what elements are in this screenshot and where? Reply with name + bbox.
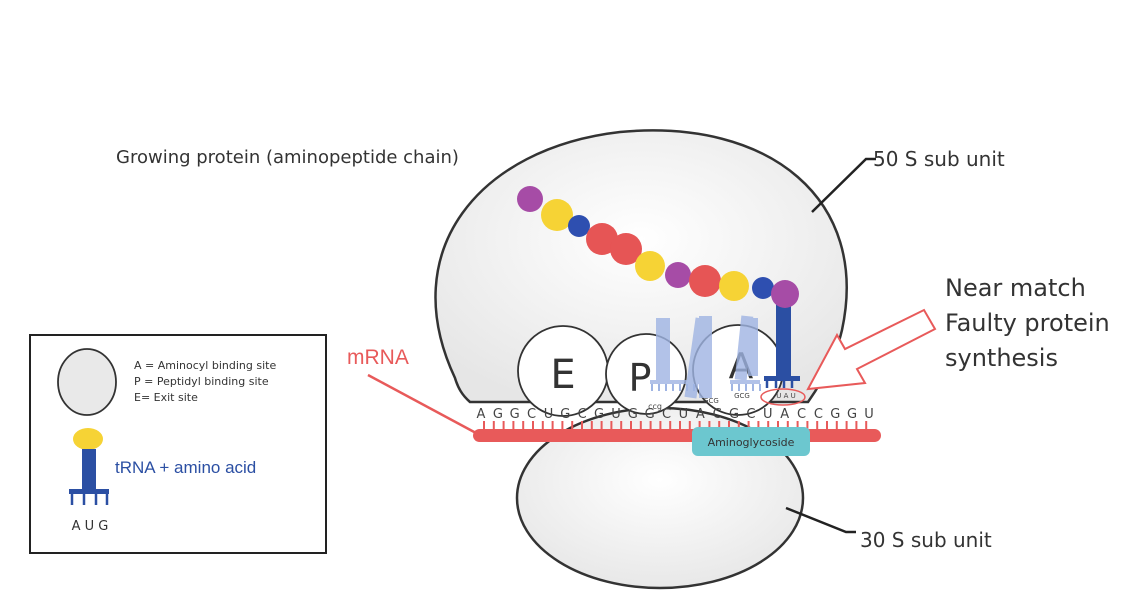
mrna-base: G (628, 407, 638, 422)
amino-acid-bead (771, 280, 799, 308)
amino-acid-bead (610, 233, 642, 265)
legend-trna-anticodon: A U G (72, 519, 109, 534)
mrna-base: G (594, 407, 604, 422)
near-match-line2: Faulty protein (945, 309, 1110, 337)
mrna-base: A (696, 407, 705, 422)
amino-acid-bead (568, 215, 590, 237)
mrna-label: mRNA (347, 346, 409, 369)
legend: A = Aminocyl binding site P = Peptidyl b… (29, 334, 327, 554)
large-subunit-label: 50 S sub unit (873, 147, 1005, 171)
peptidyl-site-letter: P (629, 356, 652, 400)
mrna-base: C (713, 407, 722, 422)
mismatch-highlight (760, 388, 806, 406)
exit-site-letter: E (550, 352, 575, 398)
anticodon-small-left: ccg (648, 402, 662, 411)
near-match-line3: synthesis (945, 344, 1058, 372)
trna-ghost-3 (699, 316, 712, 398)
mrna-base: U (864, 407, 874, 422)
growing-protein-chain (517, 186, 799, 308)
trna-ghost-7 (730, 380, 760, 384)
mrna-strand (473, 429, 881, 442)
mrna-base: C (662, 407, 671, 422)
amino-acid-bead (689, 265, 721, 297)
anticodon-small-mid: GCG (703, 397, 719, 405)
amino-acid-bead (665, 262, 691, 288)
amino-acid-bead (586, 223, 618, 255)
legend-line-p: P = Peptidyl binding site (134, 375, 269, 388)
anticodon-small-right: GCG (734, 392, 750, 400)
translucent-trna-teeth (651, 384, 761, 391)
legend-trna-teeth (70, 494, 109, 505)
mrna-base: G (493, 407, 503, 422)
mrna-base: C (527, 407, 536, 422)
growing-protein-label: Growing protein (aminopeptide chain) (116, 147, 459, 168)
mrna-base: G (560, 407, 570, 422)
amino-acid-bead (541, 199, 573, 231)
mrna-base: G (729, 407, 739, 422)
legend-site-circle (57, 348, 117, 416)
mrna-base: C (797, 407, 806, 422)
amino-acid-bead (635, 251, 665, 281)
trna-ghost-6 (650, 380, 700, 384)
mrna-base: C (746, 407, 755, 422)
faulty-trna-stem (776, 304, 791, 380)
mrna-base: U (763, 407, 773, 422)
mrna-base: G (645, 407, 655, 422)
amino-acid-bead (719, 271, 749, 301)
translucent-trnas (650, 315, 760, 399)
aminoglycoside-box (692, 427, 810, 456)
legend-trna-bar (69, 489, 109, 494)
amino-acid-bead (752, 277, 774, 299)
near-match-arrow (806, 308, 937, 391)
faulty-trna-bar (764, 376, 800, 381)
trna-ghost-1 (656, 318, 670, 382)
mrna-base: G (510, 407, 520, 422)
mrna-base: C (814, 407, 823, 422)
mrna-base: U (679, 407, 689, 422)
mrna-ticks (483, 421, 868, 431)
mrna-base: G (830, 407, 840, 422)
mrna-pointer-line (367, 373, 477, 435)
aminoglycoside-label: Aminoglycoside (708, 436, 795, 449)
legend-amino-acid (73, 428, 103, 450)
mrna-base: C (578, 407, 587, 422)
large-subunit-leader (811, 157, 876, 213)
mrna-base: A (780, 407, 789, 422)
anticodon-faulty: U A U (776, 392, 796, 400)
mrna-base: U (544, 407, 554, 422)
mrna-base: U (611, 407, 621, 422)
faulty-trna-teeth (765, 381, 794, 388)
legend-line-e: E= Exit site (134, 391, 198, 404)
amino-acid-bead (517, 186, 543, 212)
legend-line-a: A = Aminocyl binding site (134, 359, 276, 372)
mrna-base: A (477, 407, 486, 422)
legend-trna-label: tRNA + amino acid (115, 458, 256, 477)
small-subunit-leader (785, 506, 856, 534)
small-subunit-label: 30 S sub unit (860, 528, 992, 552)
mrna-base: G (847, 407, 857, 422)
near-match-line1: Near match (945, 274, 1086, 302)
trna-ghost-5 (748, 318, 758, 376)
legend-trna-stem (82, 449, 96, 491)
